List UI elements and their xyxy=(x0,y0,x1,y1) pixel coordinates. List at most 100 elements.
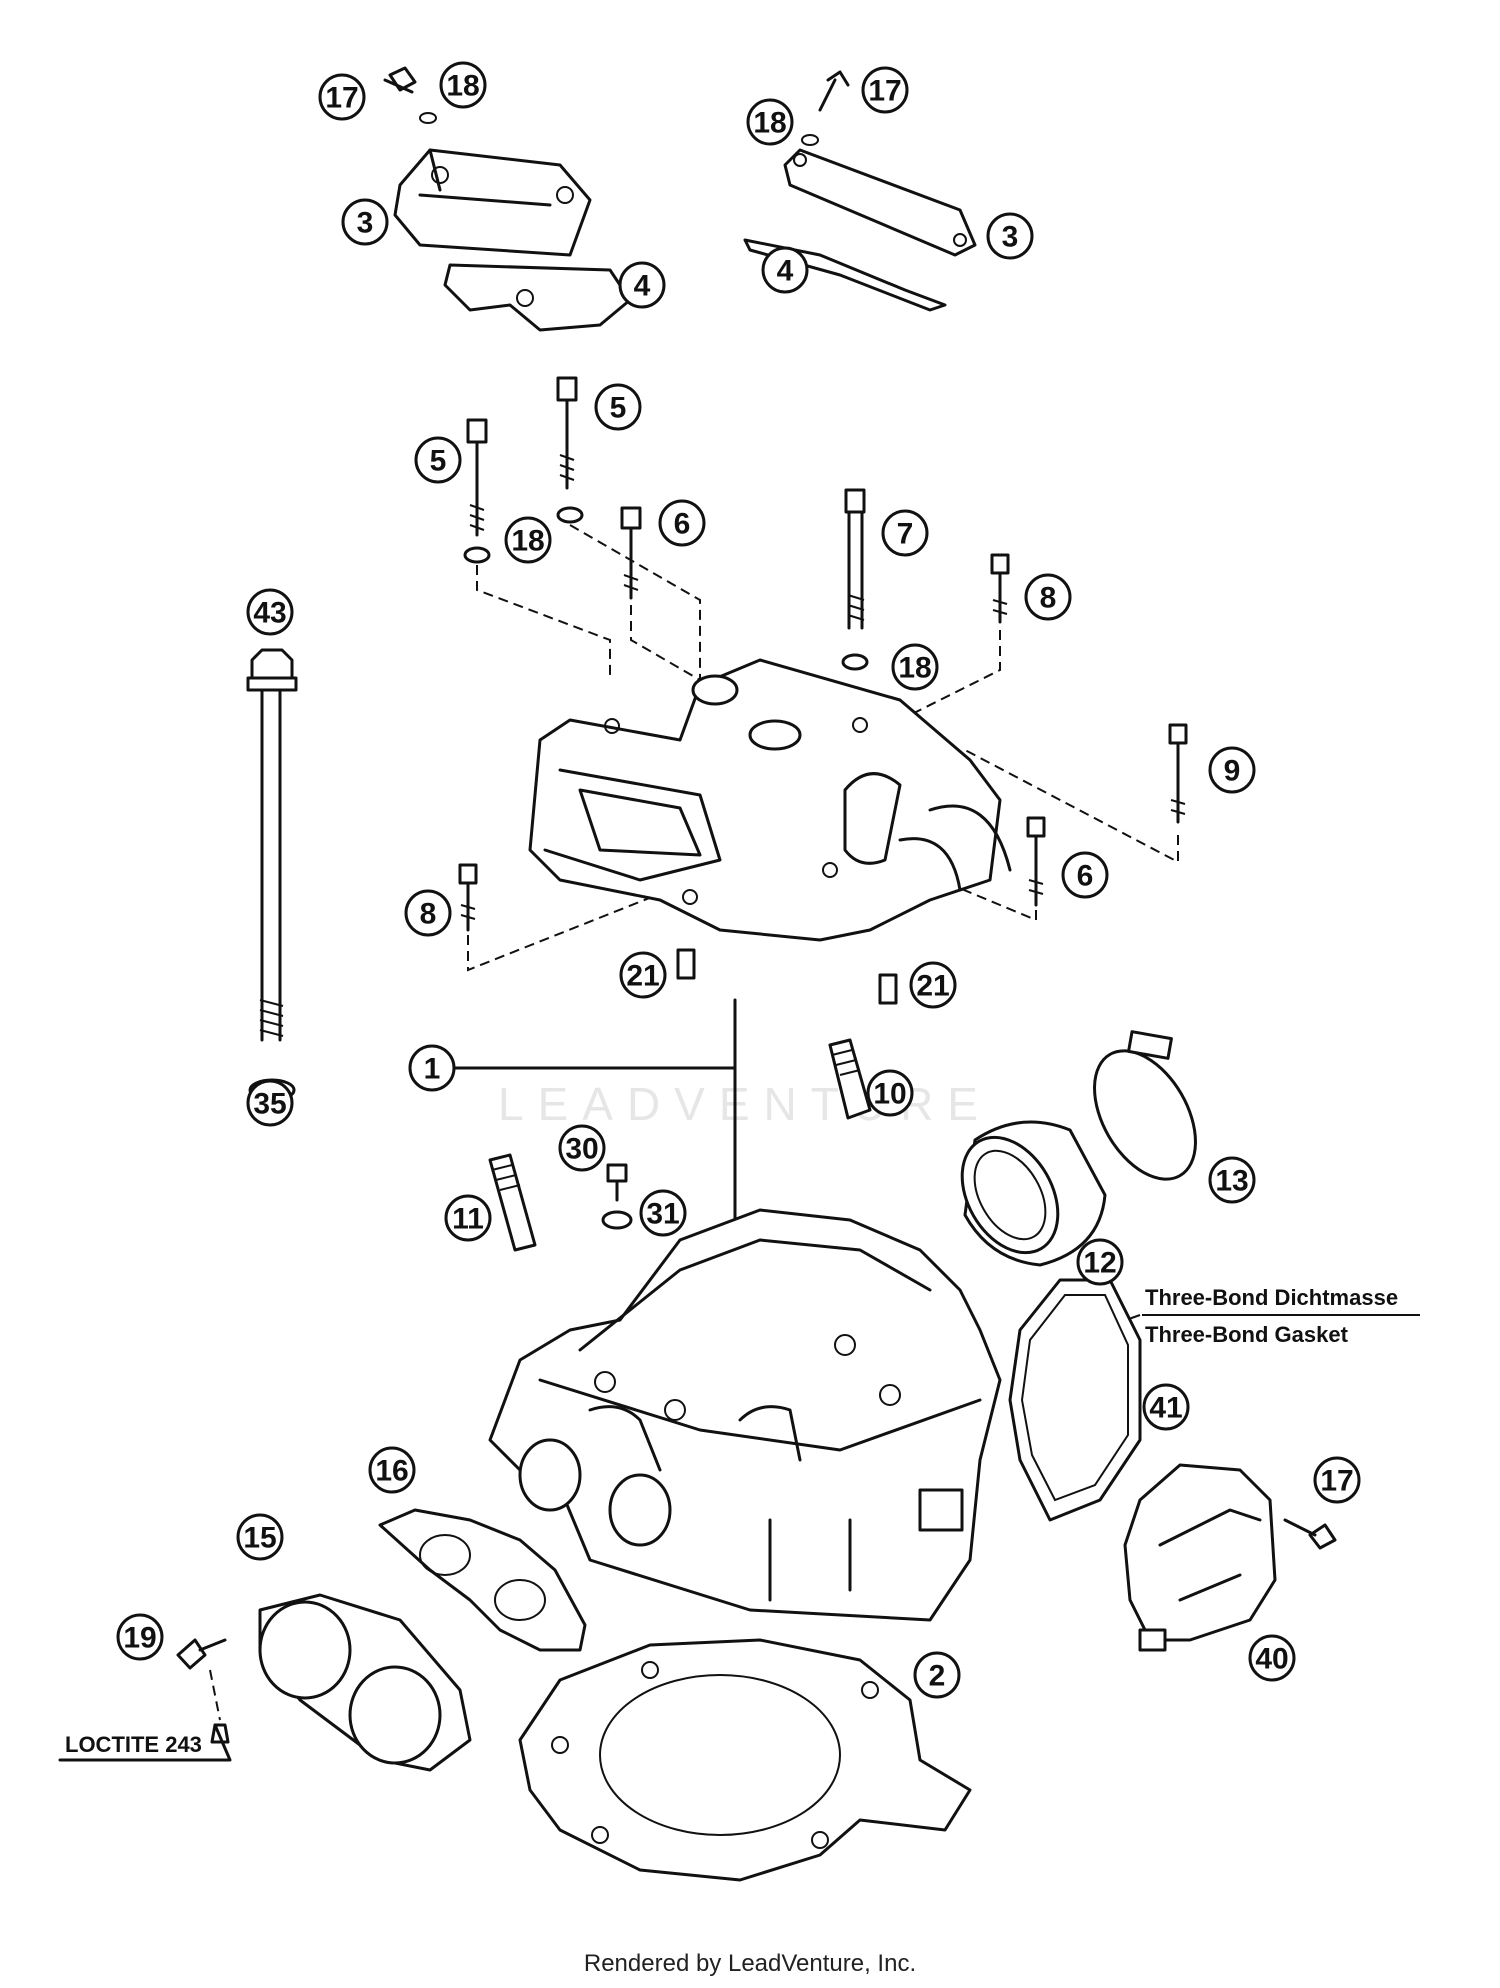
callout-8-right: 8 xyxy=(1024,573,1072,621)
callout-21-left: 21 xyxy=(619,951,667,999)
head-bolt-43 xyxy=(246,648,298,1102)
callout-2: 2 xyxy=(913,1651,961,1699)
note-gasket-de: Three-Bond Dichtmasse xyxy=(1145,1285,1398,1310)
callout-40: 40 xyxy=(1248,1634,1296,1682)
callout-16: 16 xyxy=(368,1446,416,1494)
callout-19: 19 xyxy=(116,1613,164,1661)
svg-text:21: 21 xyxy=(626,960,659,993)
svg-text:5: 5 xyxy=(430,445,447,478)
head-gasket-2 xyxy=(518,1638,972,1882)
svg-text:5: 5 xyxy=(610,392,627,425)
bolt-6-lower xyxy=(1026,816,1046,907)
svg-text:40: 40 xyxy=(1255,1643,1288,1676)
svg-text:1: 1 xyxy=(424,1053,441,1086)
gasket-16 xyxy=(378,1508,587,1652)
callout-10: 10 xyxy=(866,1069,914,1117)
note-loctite: LOCTITE 243 xyxy=(65,1732,202,1757)
callout-41: 41 xyxy=(1142,1383,1190,1431)
callout-5-left: 5 xyxy=(414,436,462,484)
callout-5-right: 5 xyxy=(594,383,642,431)
leader-line-1 xyxy=(453,998,737,1237)
svg-text:13: 13 xyxy=(1215,1165,1248,1198)
callout-18-mid-right: 18 xyxy=(891,643,939,691)
callout-6-lower: 6 xyxy=(1061,851,1109,899)
callout-18-top-left: 18 xyxy=(439,61,487,109)
bolt-17-top-left xyxy=(383,66,437,124)
watermark-text: LEADVENTURE xyxy=(498,1078,992,1130)
svg-text:12: 12 xyxy=(1083,1247,1116,1280)
svg-text:3: 3 xyxy=(1002,221,1019,254)
callout-35: 35 xyxy=(246,1079,294,1127)
callout-43: 43 xyxy=(246,588,294,636)
bolt-8-right xyxy=(990,553,1010,624)
callout-18-top-right: 18 xyxy=(746,98,794,146)
callout-7: 7 xyxy=(881,509,929,557)
svg-text:17: 17 xyxy=(1320,1465,1353,1498)
valve-cover-left xyxy=(393,148,632,332)
svg-text:11: 11 xyxy=(452,1203,484,1236)
gasket-41 xyxy=(1008,1278,1142,1522)
callout-11: 11 xyxy=(444,1194,492,1242)
screw-19 xyxy=(176,1638,230,1744)
svg-text:43: 43 xyxy=(253,597,286,630)
svg-text:4: 4 xyxy=(634,270,651,303)
bolt-8-left xyxy=(458,863,478,932)
svg-text:16: 16 xyxy=(375,1455,408,1488)
bolt-17-right xyxy=(1283,1518,1337,1550)
svg-text:30: 30 xyxy=(565,1133,598,1166)
callout-3-right: 3 xyxy=(986,212,1034,260)
svg-text:2: 2 xyxy=(929,1660,946,1693)
hose-clamp-13 xyxy=(1093,1030,1197,1181)
screw-30 xyxy=(606,1163,628,1202)
callout-18-mid-left: 18 xyxy=(504,516,552,564)
svg-text:31: 31 xyxy=(646,1198,679,1231)
svg-text:18: 18 xyxy=(511,525,544,558)
svg-text:4: 4 xyxy=(777,255,794,288)
washer-31 xyxy=(601,1210,633,1230)
svg-text:18: 18 xyxy=(898,652,931,685)
note-gasket-en: Three-Bond Gasket xyxy=(1145,1322,1349,1347)
svg-text:7: 7 xyxy=(897,518,914,551)
callout-17-right: 17 xyxy=(1313,1456,1361,1504)
bolt-9 xyxy=(1168,723,1188,824)
svg-text:6: 6 xyxy=(674,508,691,541)
bolt-5-right xyxy=(556,376,584,524)
callout-31: 31 xyxy=(639,1189,687,1237)
dowel-21-left xyxy=(676,948,696,980)
svg-text:41: 41 xyxy=(1149,1392,1182,1425)
bolt-7 xyxy=(841,488,869,671)
svg-text:15: 15 xyxy=(243,1522,276,1555)
valve-guide-10 xyxy=(828,1038,872,1120)
svg-text:17: 17 xyxy=(325,82,358,115)
callout-9: 9 xyxy=(1208,746,1256,794)
callout-3-left: 3 xyxy=(341,198,389,246)
valve-guide-11 xyxy=(488,1153,537,1252)
svg-text:3: 3 xyxy=(357,207,374,240)
svg-text:6: 6 xyxy=(1077,860,1094,893)
callout-13: 13 xyxy=(1208,1156,1256,1204)
dowel-21-right xyxy=(878,973,898,1005)
intake-boot-12 xyxy=(960,1120,1107,1267)
cylinder-head xyxy=(488,1208,1002,1622)
camshaft-carrier xyxy=(528,658,1012,942)
loctite-leader xyxy=(58,1723,232,1762)
callout-6-upper: 6 xyxy=(658,499,706,547)
svg-text:8: 8 xyxy=(420,898,437,931)
callout-12: 12 xyxy=(1076,1238,1124,1286)
callout-8-left: 8 xyxy=(404,889,452,937)
footer-credit: Rendered by LeadVenture, Inc. xyxy=(583,1950,917,1977)
svg-text:18: 18 xyxy=(753,107,786,140)
callout-4-right: 4 xyxy=(761,246,809,294)
svg-text:9: 9 xyxy=(1224,755,1241,788)
valve-cover-right xyxy=(743,148,977,312)
bolt-6-upper xyxy=(620,506,642,600)
callout-4-left: 4 xyxy=(618,261,666,309)
svg-text:21: 21 xyxy=(916,970,949,1003)
svg-text:19: 19 xyxy=(123,1622,156,1655)
callout-17-top-left: 17 xyxy=(318,73,366,121)
svg-text:35: 35 xyxy=(253,1088,286,1121)
svg-text:18: 18 xyxy=(446,70,479,103)
svg-text:8: 8 xyxy=(1040,582,1057,615)
callout-30: 30 xyxy=(558,1124,606,1172)
